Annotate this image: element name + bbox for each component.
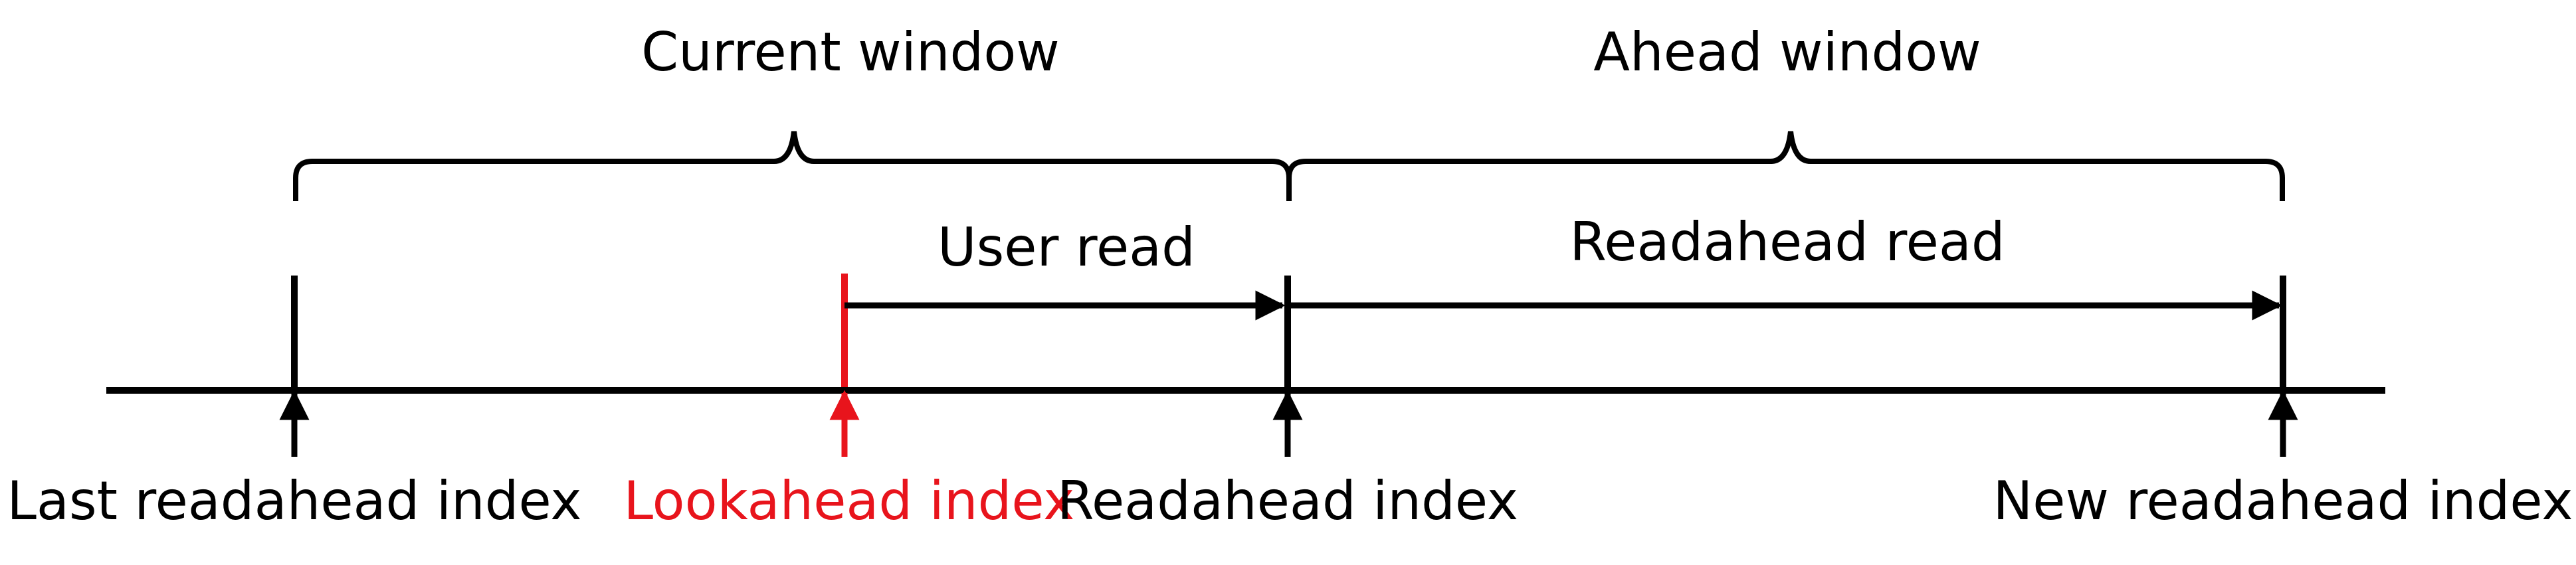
user-read-label: User read: [938, 216, 1195, 278]
ahead-window-title: Ahead window: [1593, 21, 1981, 83]
ahead-window-brace: [1286, 131, 2285, 201]
lookahead-index-label: Lookahead index: [623, 470, 1074, 532]
new-readahead-index-label: New readahead index: [1993, 470, 2573, 532]
last-readahead-index-label: Last readahead index: [7, 470, 581, 532]
readahead-index-label: Readahead index: [1057, 470, 1518, 532]
current-window-brace: [293, 131, 1292, 201]
current-window-title: Current window: [641, 21, 1059, 83]
readahead-read-label: Readahead read: [1569, 211, 2005, 273]
